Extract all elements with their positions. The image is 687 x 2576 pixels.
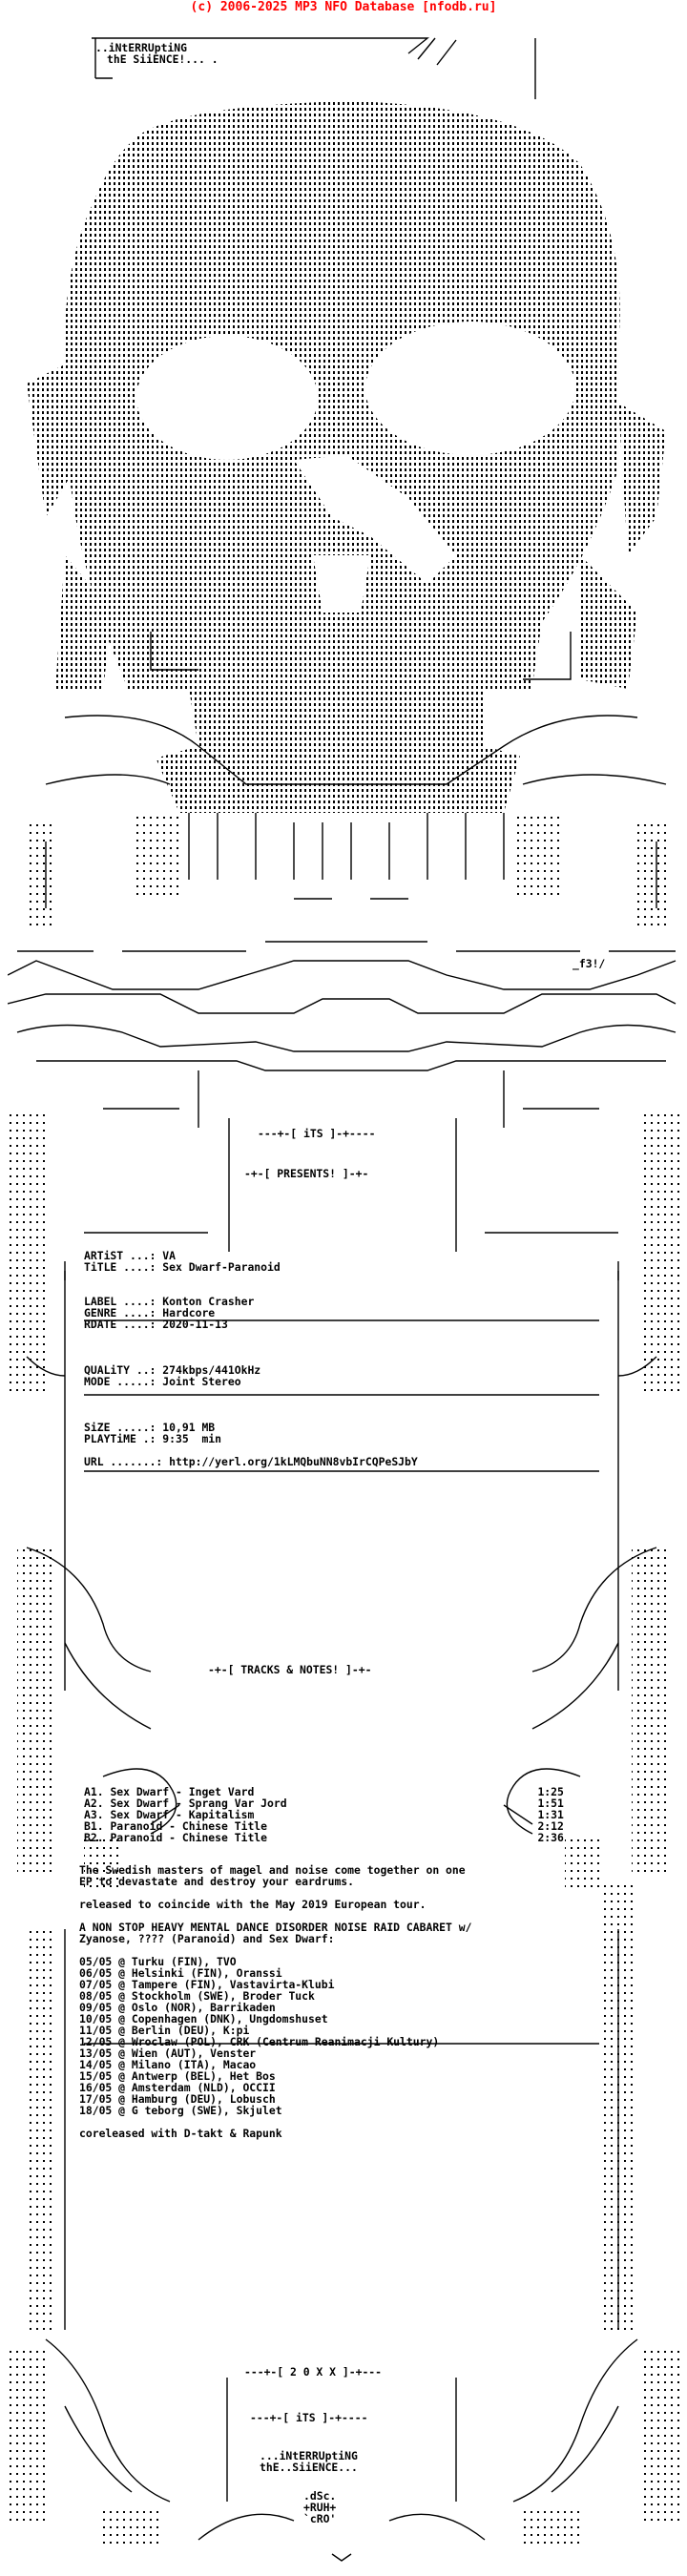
group-tag: _f3!/ [572, 957, 606, 970]
its-banner: ---+-[ iTS ]-+---- [258, 1127, 376, 1140]
list-item: 12/05 @ Wroclaw (POL), CRK (Centrum Rean… [79, 2035, 440, 2048]
list-item: 09/05 @ Oslo (NOR), Barrikaden [79, 2001, 276, 2014]
ascii-art-graphic [8, 37, 679, 2562]
middle-ornament [26, 1547, 657, 1835]
list-item: 11/05 @ Berlin (DEU), K:pi [79, 2024, 250, 2037]
footer-year: ---+-[ 2 0 X X ]-+--- [244, 2365, 383, 2379]
list-item: 10/05 @ Copenhagen (DNK), Ungdomshuset [79, 2012, 328, 2025]
list-item: 07/05 @ Tampere (FIN), Vastavirta-Klubi [79, 1978, 335, 1991]
list-item: 13/05 @ Wien (AUT), Venster [79, 2046, 257, 2060]
list-item: 14/05 @ Milano (ITA), Macao [79, 2058, 257, 2071]
footer-signature: .dSc.+RUH+`cRO' [303, 2489, 337, 2525]
release-url-link[interactable]: http://yerl.org/1kLMQbuNN8vbIrCQPeSJbY [169, 1455, 418, 1468]
list-item: 17/05 @ Hamburg (DEU), Lobusch [79, 2092, 276, 2106]
footer-ornament [45, 2338, 638, 2562]
footer-its: ---+-[ iTS ]-+---- [250, 2411, 368, 2424]
info-box-frame [26, 1271, 657, 1691]
list-item: 08/05 @ Stockholm (SWE), Broder Tuck [79, 1989, 315, 2003]
release-notes: The Swedish masters of magel and noise c… [79, 1863, 472, 2140]
list-item: 16/05 @ Amsterdam (NLD), OCCII [79, 2081, 276, 2094]
list-item: 18/05 @ G teborg (SWE), Skjulet [79, 2104, 282, 2117]
banner-lines [8, 941, 677, 1128]
presents-banner: -+-[ PRESENTS! ]-+- [244, 1167, 369, 1180]
site-credit-header: (c) 2006-2025 MP3 NFO Database [nfodb.ru… [190, 0, 497, 14]
list-item: 06/05 @ Helsinki (FIN), Oranssi [79, 1966, 282, 1980]
tracks-heading: -+-[ TRACKS & NOTES! ]-+- [208, 1663, 372, 1676]
list-item: 15/05 @ Antwerp (BEL), Het Bos [79, 2069, 276, 2083]
list-item: 05/05 @ Turku (FIN), TVO [79, 1955, 237, 1968]
